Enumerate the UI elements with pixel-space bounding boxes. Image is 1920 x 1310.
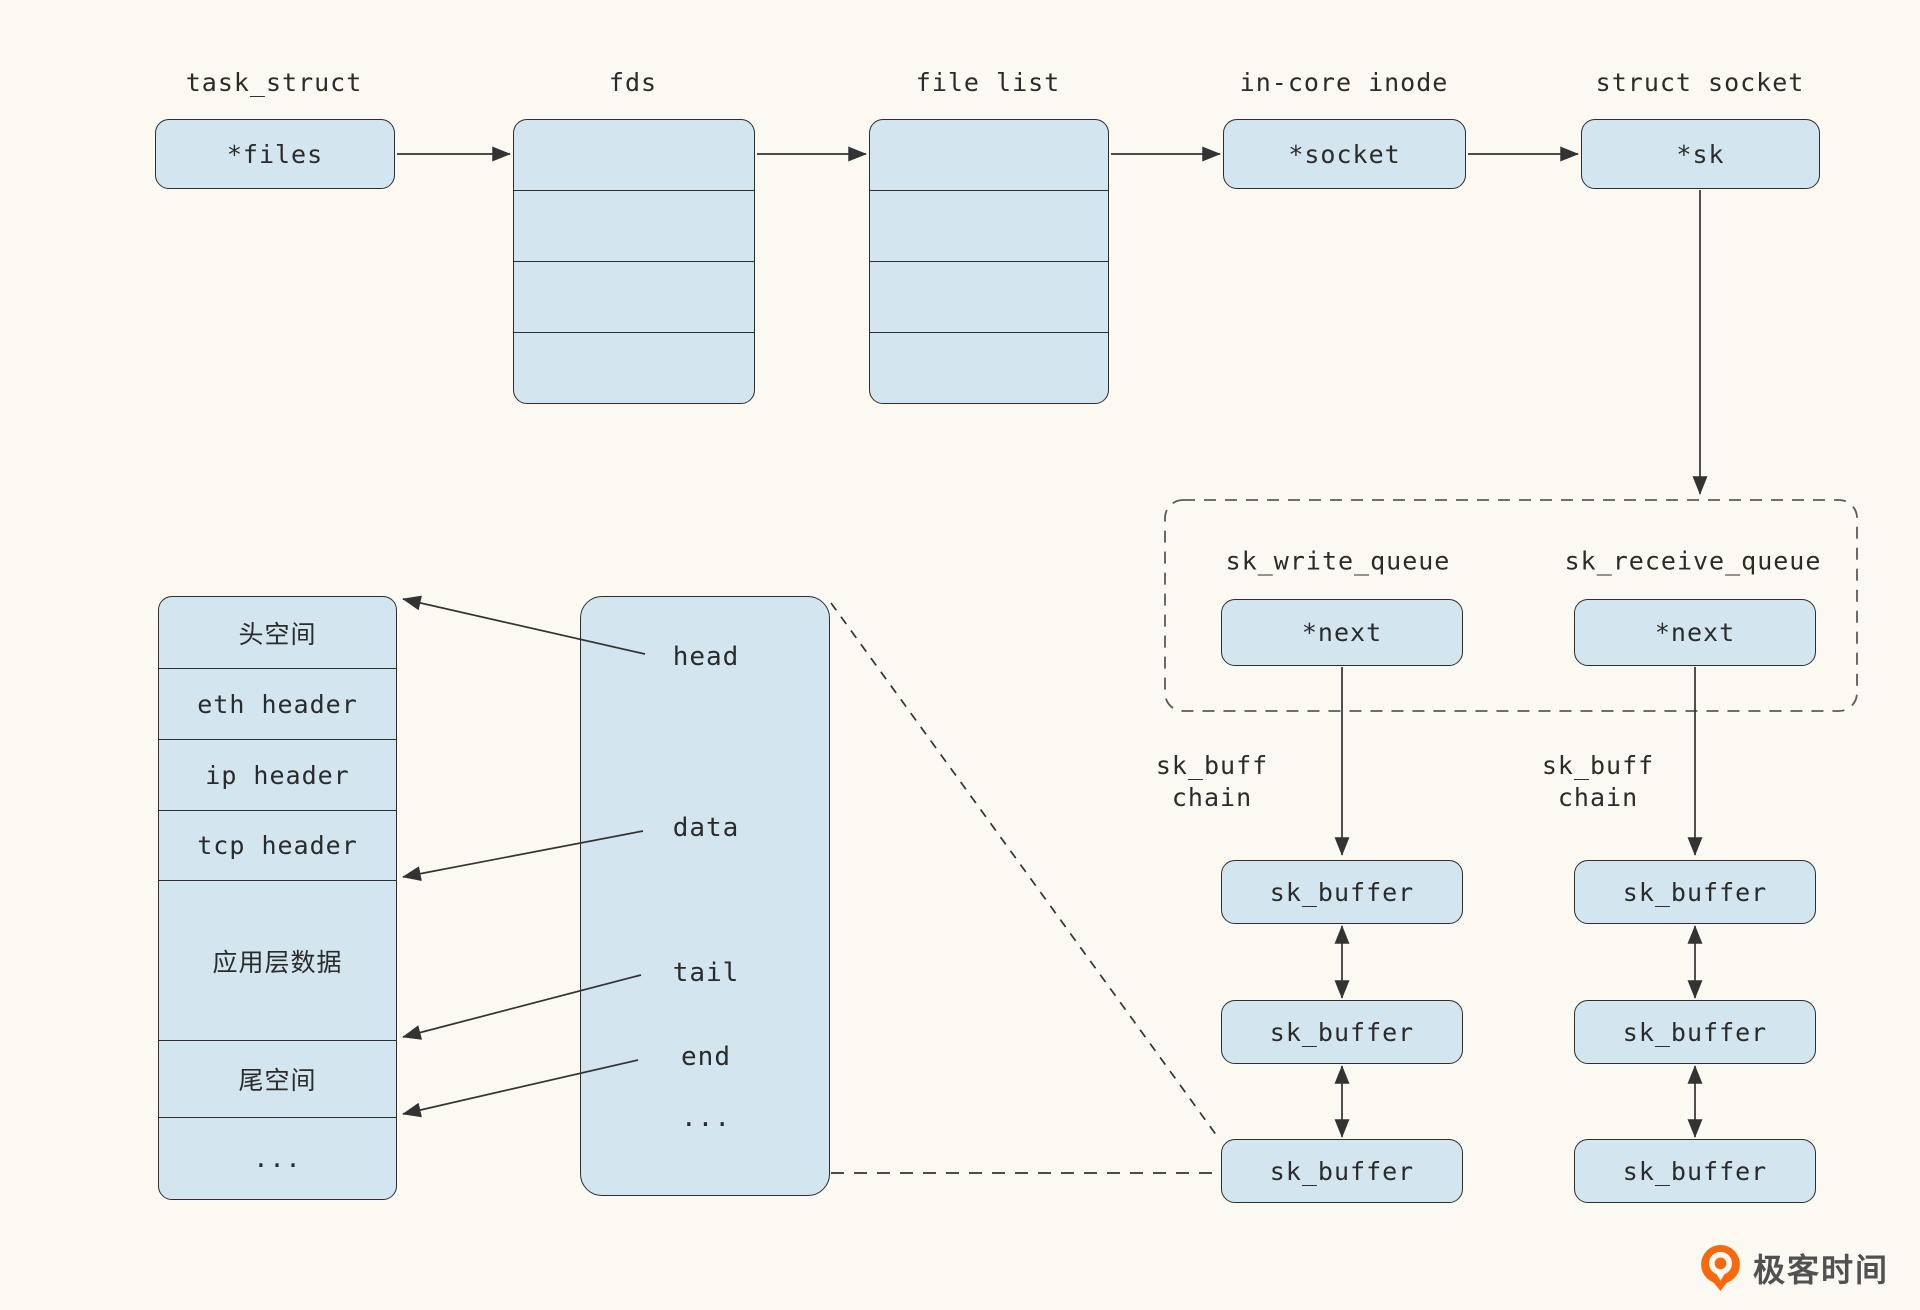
sk-buffer-label: sk_buffer [1269, 877, 1415, 907]
packet-row-eth-header: eth header [159, 669, 396, 740]
packet-row-tail-space: 尾空间 [159, 1041, 396, 1118]
receive-chain-label: sk_buff chain [1542, 750, 1654, 814]
write-chain-label-line2: chain [1171, 783, 1253, 812]
label-sk-receive-queue: sk_receive_queue [1564, 546, 1822, 576]
logo-text: 极客时间 [1753, 1251, 1890, 1289]
logo: 极客时间 [1698, 1244, 1889, 1292]
file-list-row [870, 191, 1108, 262]
receive-sk-buffer-box-1: sk_buffer [1574, 860, 1816, 924]
sk-buffer-label: sk_buffer [1622, 1017, 1768, 1047]
write-queue-next-box: *next [1221, 599, 1463, 666]
receive-chain-label-line2: chain [1557, 783, 1639, 812]
sk-buffer-label: sk_buffer [1269, 1017, 1415, 1047]
fds-row [514, 120, 754, 191]
dashed-line-skb-top [830, 602, 1218, 1137]
file-list-row [870, 262, 1108, 333]
receive-sk-buffer-box-2: sk_buffer [1574, 1000, 1816, 1064]
sk-buffer-label: sk_buffer [1269, 1156, 1415, 1186]
file-list-row [870, 120, 1108, 191]
fds-row [514, 262, 754, 333]
packet-row-tcp-header: tcp header [159, 811, 396, 881]
receive-queue-next-label: *next [1654, 618, 1736, 647]
label-sk-write-queue: sk_write_queue [1225, 546, 1451, 576]
label-fds: fds [608, 68, 658, 97]
fds-table [513, 119, 755, 404]
write-queue-next-label: *next [1301, 618, 1383, 647]
skb-field-data: data [672, 813, 740, 843]
receive-sk-buffer-box-3: sk_buffer [1574, 1139, 1816, 1203]
packet-table: 头空间 eth header ip header tcp header 应用层数… [158, 596, 397, 1200]
label-struct-socket: struct socket [1595, 68, 1805, 97]
files-pointer-label: *files [226, 139, 324, 169]
write-chain-label-line1: sk_buff [1155, 751, 1269, 780]
label-file-list: file list [915, 68, 1061, 97]
label-task-struct: task_struct [185, 68, 363, 97]
skb-field-tail: tail [672, 958, 740, 988]
write-sk-buffer-box-2: sk_buffer [1221, 1000, 1463, 1064]
socket-pointer-label: *socket [1288, 139, 1401, 169]
sk-pointer-label: *sk [1676, 139, 1725, 169]
file-list-table [869, 119, 1109, 404]
receive-chain-label-line1: sk_buff [1541, 751, 1655, 780]
fds-row [514, 191, 754, 262]
skb-field-ellipsis: ... [681, 1103, 731, 1133]
label-in-core-inode: in-core inode [1239, 68, 1449, 97]
socket-pointer-box: *socket [1223, 119, 1466, 189]
files-pointer-box: *files [155, 119, 395, 189]
packet-row-ip-header: ip header [159, 740, 396, 811]
fds-row [514, 333, 754, 403]
write-sk-buffer-box-1: sk_buffer [1221, 860, 1463, 924]
receive-queue-next-box: *next [1574, 599, 1816, 666]
packet-row-ellipsis: ... [253, 1144, 302, 1173]
packet-row-app-data: 应用层数据 [159, 881, 396, 1041]
skb-field-head: head [672, 642, 740, 672]
sk-pointer-box: *sk [1581, 119, 1820, 189]
write-chain-label: sk_buff chain [1156, 750, 1268, 814]
file-list-row [870, 333, 1108, 403]
skb-field-end: end [681, 1042, 731, 1072]
sk-buffer-label: sk_buffer [1622, 1156, 1768, 1186]
sk-buffer-label: sk_buffer [1622, 877, 1768, 907]
geektime-icon [1701, 1245, 1740, 1291]
packet-row-head-space: 头空间 [159, 597, 396, 669]
write-sk-buffer-box-3: sk_buffer [1221, 1139, 1463, 1203]
